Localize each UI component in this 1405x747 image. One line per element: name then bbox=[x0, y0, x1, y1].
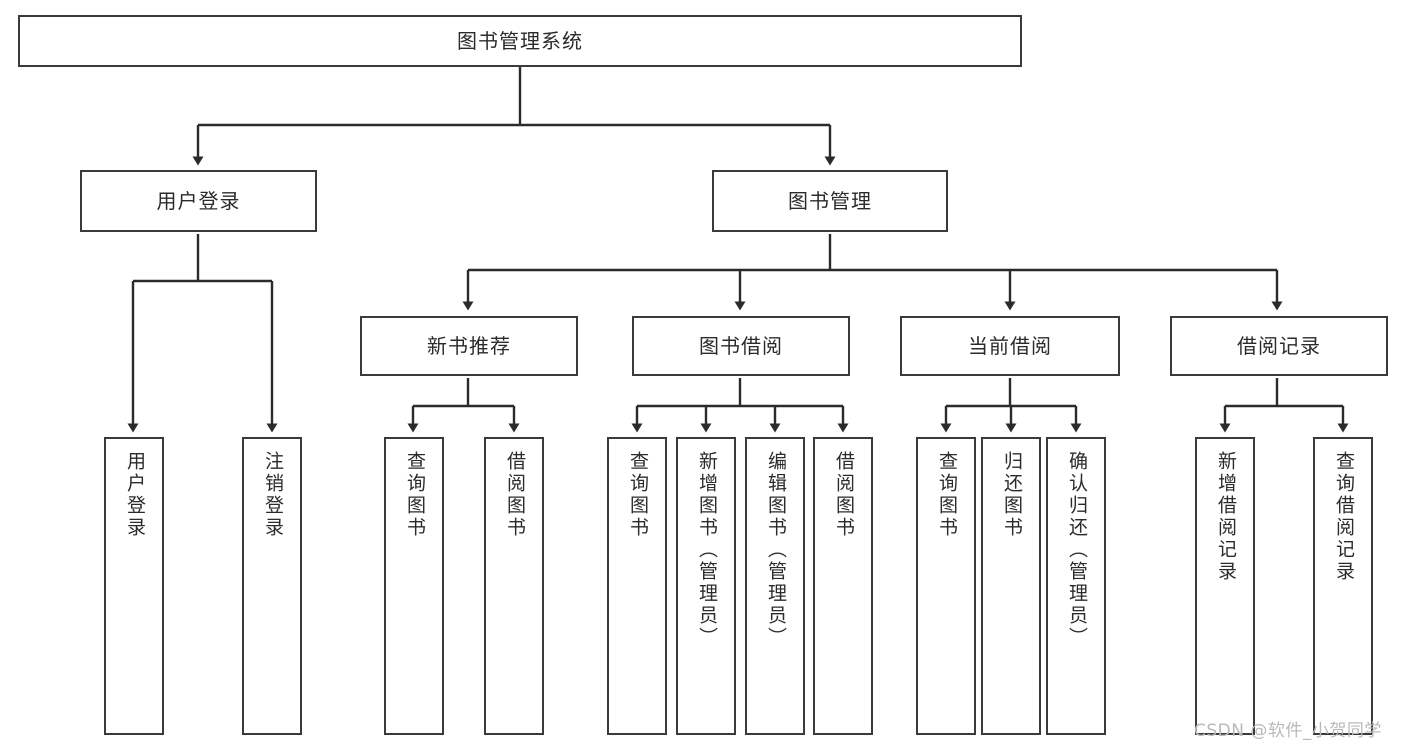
node-new-book-recommend-label: 新书推荐 bbox=[427, 333, 511, 358]
node-leaf-confirm-return-admin[interactable]: 确认归还（管理员） bbox=[1046, 437, 1106, 735]
node-leaf-query-book-1-label: 查询图书 bbox=[403, 451, 426, 539]
node-leaf-edit-book-admin-label: 编辑图书（管理员） bbox=[764, 451, 787, 649]
node-current-borrow-label: 当前借阅 bbox=[968, 333, 1052, 358]
node-leaf-query-book-2[interactable]: 查询图书 bbox=[607, 437, 667, 735]
node-leaf-borrow-book-1-label: 借阅图书 bbox=[503, 451, 526, 539]
csdn-watermark: CSDN @软件_小贺同学 bbox=[1194, 721, 1382, 741]
node-leaf-return-book[interactable]: 归还图书 bbox=[981, 437, 1041, 735]
node-new-book-recommend[interactable]: 新书推荐 bbox=[360, 316, 578, 376]
node-root-label: 图书管理系统 bbox=[457, 28, 583, 53]
node-leaf-borrow-book-1[interactable]: 借阅图书 bbox=[484, 437, 544, 735]
node-leaf-return-book-label: 归还图书 bbox=[1000, 451, 1023, 539]
node-leaf-logout-login-label: 注销登录 bbox=[261, 451, 284, 539]
node-leaf-add-book-admin[interactable]: 新增图书（管理员） bbox=[676, 437, 736, 735]
node-book-management-label: 图书管理 bbox=[788, 188, 872, 213]
node-leaf-borrow-book-2-label: 借阅图书 bbox=[832, 451, 855, 539]
node-user-login[interactable]: 用户登录 bbox=[80, 170, 317, 232]
node-borrow-record[interactable]: 借阅记录 bbox=[1170, 316, 1388, 376]
node-leaf-user-login-label: 用户登录 bbox=[123, 451, 146, 539]
node-book-management[interactable]: 图书管理 bbox=[712, 170, 948, 232]
node-current-borrow[interactable]: 当前借阅 bbox=[900, 316, 1120, 376]
node-leaf-user-login[interactable]: 用户登录 bbox=[104, 437, 164, 735]
node-leaf-confirm-return-admin-label: 确认归还（管理员） bbox=[1065, 451, 1088, 649]
node-leaf-query-book-3[interactable]: 查询图书 bbox=[916, 437, 976, 735]
node-leaf-query-book-1[interactable]: 查询图书 bbox=[384, 437, 444, 735]
node-root[interactable]: 图书管理系统 bbox=[18, 15, 1022, 67]
node-leaf-query-borrow-record-label: 查询借阅记录 bbox=[1332, 451, 1355, 583]
node-leaf-add-borrow-record[interactable]: 新增借阅记录 bbox=[1195, 437, 1255, 735]
node-user-login-label: 用户登录 bbox=[156, 188, 241, 213]
node-leaf-add-book-admin-label: 新增图书（管理员） bbox=[695, 451, 718, 649]
node-borrow-record-label: 借阅记录 bbox=[1237, 333, 1321, 358]
node-leaf-borrow-book-2[interactable]: 借阅图书 bbox=[813, 437, 873, 735]
node-book-borrow[interactable]: 图书借阅 bbox=[632, 316, 850, 376]
node-leaf-logout-login[interactable]: 注销登录 bbox=[242, 437, 302, 735]
node-leaf-query-book-3-label: 查询图书 bbox=[935, 451, 958, 539]
node-leaf-edit-book-admin[interactable]: 编辑图书（管理员） bbox=[745, 437, 805, 735]
node-leaf-query-book-2-label: 查询图书 bbox=[626, 451, 649, 539]
node-book-borrow-label: 图书借阅 bbox=[699, 333, 783, 358]
node-leaf-query-borrow-record[interactable]: 查询借阅记录 bbox=[1313, 437, 1373, 735]
node-leaf-add-borrow-record-label: 新增借阅记录 bbox=[1214, 451, 1237, 583]
